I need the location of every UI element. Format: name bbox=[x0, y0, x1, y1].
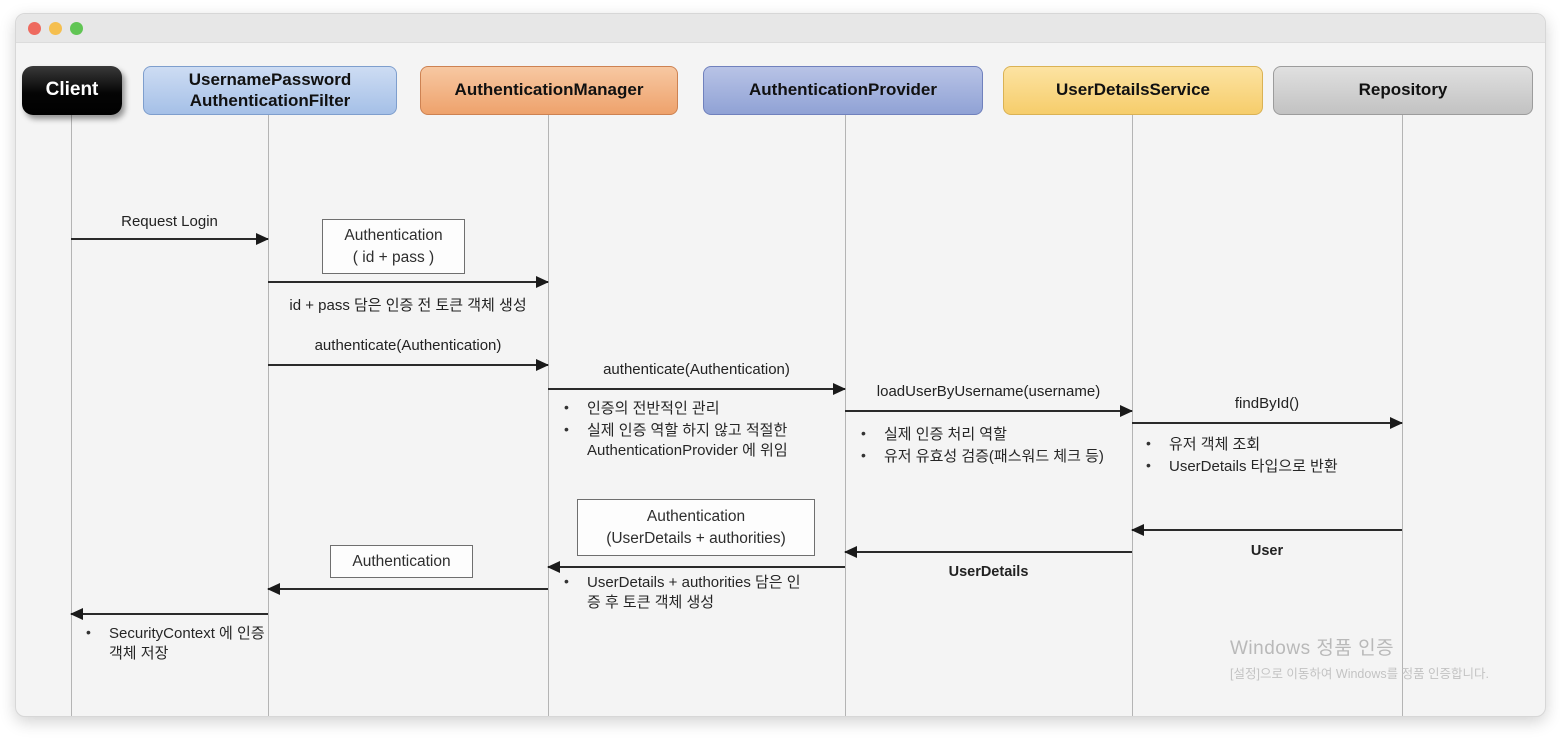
window-titlebar bbox=[16, 14, 1545, 43]
minimize-button[interactable] bbox=[49, 21, 62, 35]
note-item: SecurityContext 에 인증 객체 저장 bbox=[78, 623, 278, 664]
actor-client: Client bbox=[22, 66, 122, 115]
note-item: 인증의 전반적인 관리 bbox=[556, 398, 851, 419]
lifeline-repository bbox=[1402, 114, 1403, 716]
arrow-return-authentication-to-filter bbox=[267, 583, 548, 595]
label-authenticate-2: authenticate(Authentication) bbox=[603, 361, 790, 378]
note-item: 유저 객체 조회 bbox=[1138, 434, 1398, 455]
lifeline-manager bbox=[548, 114, 549, 716]
label-request-login: Request Login bbox=[121, 213, 218, 230]
note-item: 실제 인증 역할 하지 않고 적절한 AuthenticationProvide… bbox=[556, 420, 851, 461]
arrow-find-by-id bbox=[1132, 417, 1403, 429]
note-item: 실제 인증 처리 역할 bbox=[853, 424, 1133, 445]
label-return-userdetails: UserDetails bbox=[948, 564, 1029, 580]
lifeline-filter bbox=[268, 114, 269, 716]
arrow-return-user bbox=[1131, 524, 1402, 536]
windows-activation-watermark: Windows 정품 인증 [설정]으로 이동하여 Windows를 정품 인증… bbox=[1230, 633, 1489, 682]
note-authentication-provider: 실제 인증 처리 역할 유저 유효성 검증(패스워드 체크 등) bbox=[853, 424, 1133, 469]
label-return-user: User bbox=[1250, 543, 1284, 559]
arrow-request-login bbox=[71, 233, 269, 245]
lifeline-client bbox=[71, 114, 72, 716]
maximize-button[interactable] bbox=[70, 21, 83, 35]
watermark-subtitle: [설정]으로 이동하여 Windows를 정품 인증합니다. bbox=[1230, 667, 1490, 681]
arrow-return-to-client bbox=[70, 608, 268, 620]
arrow-authenticate-1 bbox=[268, 359, 549, 371]
actor-authentication-manager: AuthenticationManager bbox=[420, 66, 678, 115]
box-authentication-return: Authentication bbox=[330, 545, 473, 578]
note-item: 유저 유효성 검증(패스워드 체크 등) bbox=[853, 446, 1133, 467]
actor-user-details-service: UserDetailsService bbox=[1003, 66, 1263, 115]
arrow-return-userdetails bbox=[844, 546, 1132, 558]
arrow-return-authentication-to-manager bbox=[547, 561, 845, 573]
actor-authentication-provider: AuthenticationProvider bbox=[703, 66, 983, 115]
label-authenticate-1: authenticate(Authentication) bbox=[314, 337, 502, 354]
arrow-create-pre-token bbox=[268, 276, 549, 288]
actor-repository: Repository bbox=[1273, 66, 1533, 115]
note-item: UserDetails + authorities 담은 인증 후 토큰 객체 … bbox=[556, 572, 814, 613]
close-button[interactable] bbox=[28, 21, 41, 35]
arrow-authenticate-2 bbox=[548, 383, 846, 395]
label-find-by-id: findById() bbox=[1234, 395, 1300, 412]
watermark-title: Windows 정품 인증 bbox=[1230, 638, 1395, 659]
note-item: UserDetails 타입으로 반환 bbox=[1138, 456, 1398, 477]
box-authentication-id-pass: Authentication ( id + pass ) bbox=[322, 219, 465, 274]
label-pre-token-note: id + pass 담은 인증 전 토큰 객체 생성 bbox=[289, 297, 527, 314]
box-authentication-userdetails-authorities: Authentication (UserDetails + authoritie… bbox=[577, 499, 815, 556]
arrow-load-user-by-username bbox=[845, 405, 1133, 417]
note-security-context: SecurityContext 에 인증 객체 저장 bbox=[78, 623, 278, 666]
note-post-token: UserDetails + authorities 담은 인증 후 토큰 객체 … bbox=[556, 572, 814, 615]
label-load-user-by-username: loadUserByUsername(username) bbox=[876, 383, 1101, 400]
note-user-details-service: 유저 객체 조회 UserDetails 타입으로 반환 bbox=[1138, 434, 1398, 479]
note-authentication-manager: 인증의 전반적인 관리 실제 인증 역할 하지 않고 적절한 Authentic… bbox=[556, 398, 851, 462]
actor-username-password-authentication-filter: UsernamePassword AuthenticationFilter bbox=[143, 66, 397, 115]
